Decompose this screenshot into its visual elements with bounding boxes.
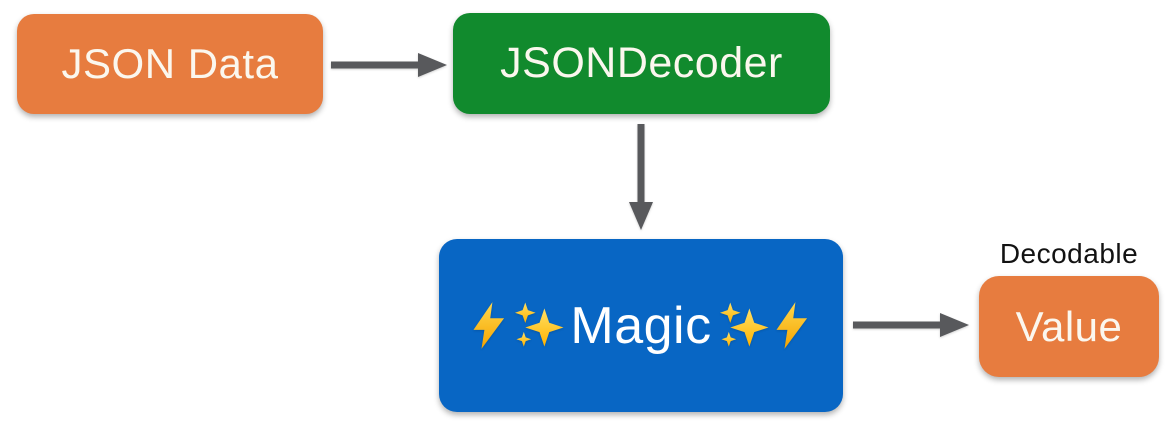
high-voltage-icon xyxy=(776,302,807,349)
node-value-label: Value xyxy=(1015,302,1123,350)
node-jsondecoder: JSONDecoder xyxy=(453,13,830,114)
node-jsondecoder-label: JSONDecoder xyxy=(500,39,783,87)
arrow-jsondecoder-to-magic xyxy=(629,124,653,230)
sparkles-icon xyxy=(515,301,564,347)
sparkles-icon xyxy=(719,301,769,347)
node-json-data-label: JSON Data xyxy=(61,40,279,87)
node-magic-label: Magic xyxy=(570,296,712,355)
arrow-magic-to-value xyxy=(853,313,969,337)
decodable-annotation: Decodable xyxy=(999,238,1139,269)
node-json-data: JSON Data xyxy=(17,14,323,114)
arrow-json-data-to-jsondecoder xyxy=(331,53,447,77)
node-magic: Magic xyxy=(439,239,843,412)
node-value: Value xyxy=(979,276,1159,377)
high-voltage-icon xyxy=(473,302,505,349)
